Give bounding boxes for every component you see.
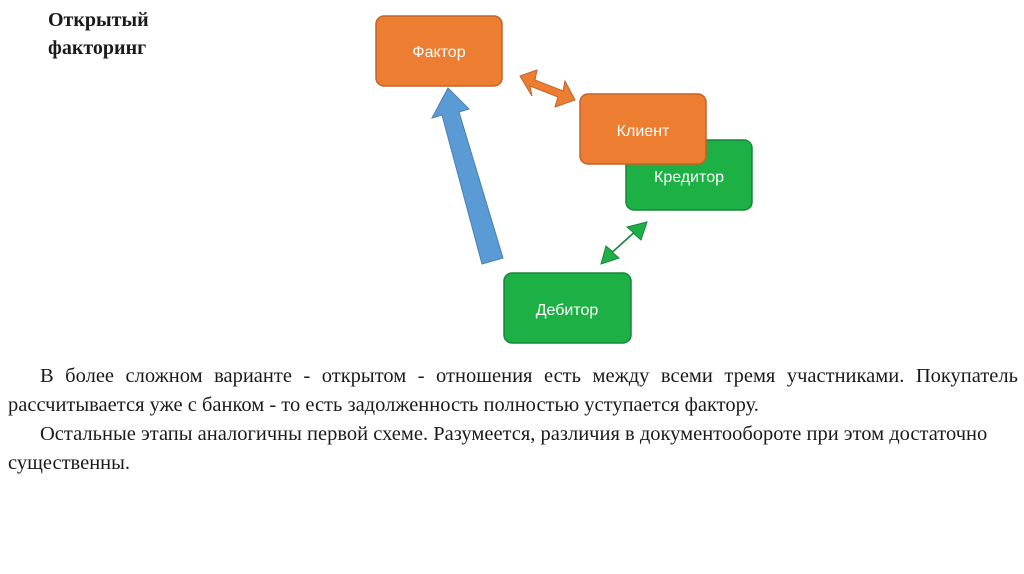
arrow-debtor-to-factor (430, 87, 504, 265)
arrow-factor-client (519, 69, 576, 108)
slide-title: Открытый факторинг (48, 6, 149, 62)
factoring-diagram: Фактор Кредитор Клиент Дебитор (375, 15, 753, 344)
slide-title-line-2: факторинг (48, 37, 147, 59)
slide-title-line-1: Открытый (48, 9, 149, 31)
node-creditor-label: Кредитор (654, 169, 724, 186)
node-factor-label: Фактор (412, 44, 465, 61)
arrow-creditor-debtor (600, 221, 648, 265)
body-text: В более сложном варианте - открытом - от… (8, 362, 1018, 478)
node-debtor-label: Дебитор (536, 302, 599, 319)
node-factor: Фактор (375, 15, 503, 87)
paragraph-2: Остальные этапы аналогичны первой схеме.… (8, 423, 988, 474)
node-client-label: Клиент (617, 123, 670, 140)
node-debtor: Дебитор (503, 272, 632, 344)
paragraph-1: В более сложном варианте - открытом - от… (8, 365, 1018, 416)
node-client: Клиент (579, 93, 707, 165)
